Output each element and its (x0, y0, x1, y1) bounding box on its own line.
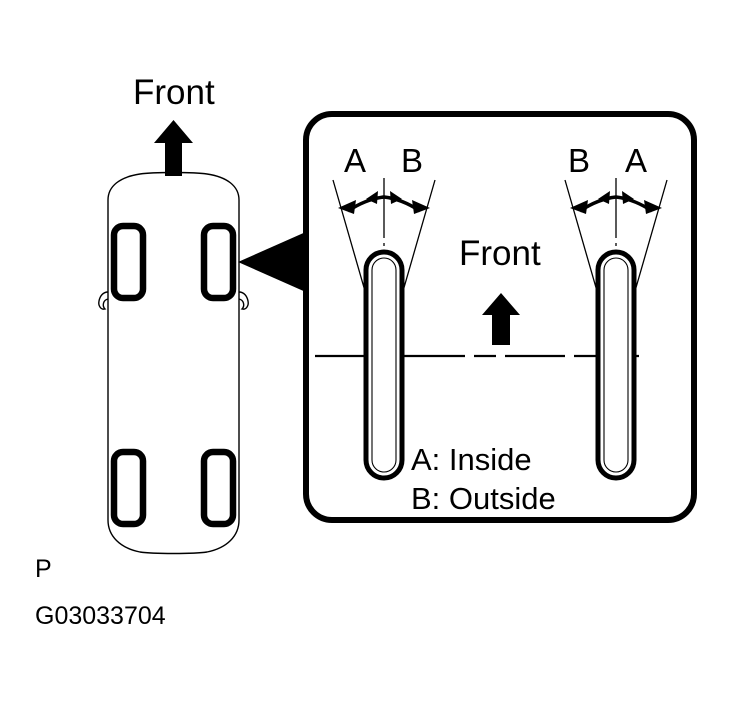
left-detail-label-a: A (344, 142, 366, 179)
vehicle-top-view: Front (98, 73, 249, 555)
wheel-front-right (200, 222, 237, 302)
page-marker: P (35, 555, 52, 583)
right-detail-label-a: A (625, 142, 647, 179)
front-right-wheel-detail: B A (564, 142, 668, 486)
right-tire (595, 249, 637, 481)
left-angle-arrows-icon (338, 191, 430, 214)
vehicle-front-label: Front (133, 73, 215, 112)
vehicle-body-outline (98, 171, 249, 555)
left-detail-label-b: B (401, 142, 423, 179)
front-left-wheel-detail: A B (332, 142, 436, 486)
wheel-rear-right (200, 448, 237, 528)
figure-caption: P G03033704 (35, 555, 166, 630)
callout-front-label: Front (459, 234, 541, 273)
legend-item-a: A: Inside (411, 442, 532, 477)
left-tire (363, 249, 405, 481)
right-detail-label-b: B (568, 142, 590, 179)
figure-code: G03033704 (35, 602, 166, 630)
vehicle-wheels (110, 222, 237, 528)
wheel-front-left (110, 222, 147, 302)
right-tire-inner-outline (603, 257, 629, 473)
callout-legend: A: Inside B: Outside (411, 442, 556, 516)
callout-pointer (238, 231, 308, 293)
vehicle-front-arrow-icon (154, 120, 193, 176)
legend-item-b: B: Outside (411, 481, 556, 516)
callout-front-arrow-icon (482, 293, 520, 345)
left-tire-inner-outline (371, 257, 397, 473)
callout-front-indicator: Front (459, 234, 541, 345)
right-angle-arrows-icon (570, 191, 662, 214)
wheel-rear-left (110, 448, 147, 528)
